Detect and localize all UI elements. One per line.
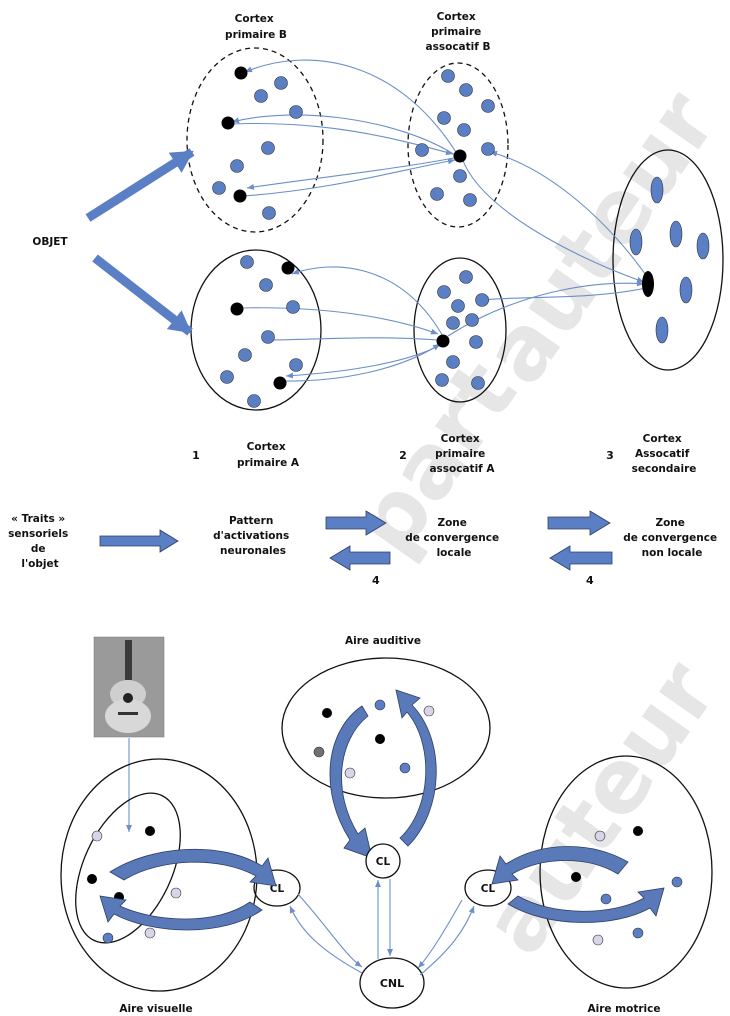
nodes-primaire-a	[220, 255, 303, 408]
nodes-assoc-b	[415, 69, 495, 207]
cl-right-label: CL	[481, 883, 496, 895]
label-traits-sensoriels: « Traits » sensoriels de l'objet	[8, 513, 72, 570]
label-cortex-assoc-b: Cortex primaire assocatif B	[426, 11, 491, 53]
objet-arrow-a	[92, 254, 193, 336]
flow-arrow-forward-2	[547, 510, 611, 536]
aire-auditive-region	[281, 657, 491, 799]
nodes-motrice	[571, 826, 683, 946]
flow-back-label-2: 4	[586, 574, 594, 587]
number-3: 3	[606, 449, 614, 462]
nodes-auditive	[313, 699, 435, 779]
motrice-curved-arrows	[491, 846, 665, 923]
label-aire-motrice: Aire motrice	[588, 1003, 661, 1015]
nodes-primaire-b	[212, 66, 303, 220]
cl-center-node: CL	[365, 843, 401, 879]
label-cortex-primaire-b: Cortex primaire B	[225, 13, 287, 41]
cortex-assoc-b-region	[407, 62, 509, 228]
cl-cnl-connections	[289, 879, 475, 976]
cnl-label: CNL	[380, 977, 404, 990]
visuelle-curved-arrows	[99, 848, 277, 931]
flow-back-label-1: 4	[372, 574, 380, 587]
objet-arrow-b	[85, 148, 195, 222]
number-2: 2	[399, 449, 407, 462]
label-cortex-assoc-secondaire: Cortex Assocatif secondaire	[632, 433, 697, 475]
flow-arrow-forward-1	[325, 510, 387, 536]
cnl-node: CNL	[359, 957, 425, 1009]
label-aire-visuelle: Aire visuelle	[119, 1003, 192, 1015]
flow-arrow-back-1	[329, 545, 391, 571]
aire-visuelle-inner	[75, 792, 181, 944]
number-1: 1	[192, 449, 200, 462]
guitar-photo	[93, 636, 165, 738]
label-cortex-primaire-a: Cortex primaire A	[237, 441, 300, 469]
watermark-auteur-1: auteur	[463, 72, 730, 402]
label-objet: OBJET	[32, 236, 68, 248]
cortex-primaire-a-region	[190, 249, 322, 411]
label-zone-non-locale: Zone de convergence non locale	[623, 517, 720, 559]
top-connections	[231, 59, 649, 382]
cl-center-label: CL	[376, 856, 391, 868]
flow-arrow-traits	[99, 529, 179, 553]
cortex-assoc-a-region	[413, 257, 507, 403]
nodes-visuelle	[87, 826, 182, 944]
label-pattern: Pattern d'activations neuronales	[213, 515, 293, 557]
nodes-assoc-secondaire	[629, 176, 710, 344]
nodes-assoc-a	[435, 270, 489, 390]
flow-arrow-back-2	[549, 545, 613, 571]
cortex-assoc-secondaire-region	[612, 149, 724, 371]
label-aire-auditive: Aire auditive	[345, 635, 421, 647]
label-cortex-assoc-a: Cortex primaire assocatif A	[429, 433, 495, 475]
aire-motrice-region	[539, 755, 713, 989]
label-zone-locale: Zone de convergence locale	[405, 517, 502, 559]
cortex-primaire-b-region	[186, 47, 324, 233]
